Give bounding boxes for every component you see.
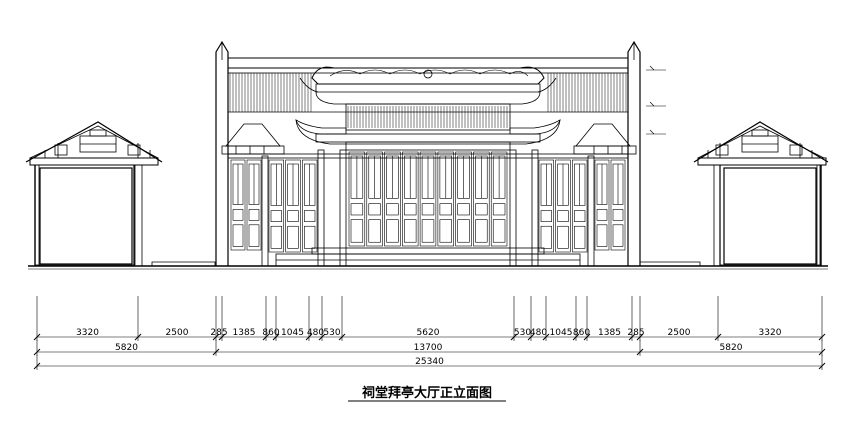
- dimension-label: 2500: [668, 328, 691, 338]
- elevation-marks: [646, 65, 666, 135]
- dimension-label: 285: [210, 328, 227, 338]
- right-side-pavilion: [639, 121, 829, 267]
- dimension-label: 25340: [415, 357, 444, 367]
- dimension-label: 5820: [115, 343, 138, 353]
- dimension-label: 860: [262, 328, 279, 338]
- dimension-label: 1385: [598, 328, 621, 338]
- dimension-label: 3320: [759, 328, 782, 338]
- dimension-label: 13700: [414, 343, 443, 353]
- main-hall: [215, 40, 641, 267]
- dimension-label: 530: [514, 328, 531, 338]
- door-panels: [230, 151, 626, 253]
- dimension-label: 5820: [720, 343, 743, 353]
- dimension-label: 480: [307, 328, 324, 338]
- dimension-label: 285: [627, 328, 644, 338]
- dimension-label: 5620: [417, 328, 440, 338]
- facade-roof-tiles: [347, 106, 508, 128]
- dimension-label: 1045: [281, 328, 304, 338]
- dimension-label: 860: [573, 328, 590, 338]
- ground-line: [28, 265, 828, 270]
- left-side-pavilion: [25, 121, 216, 267]
- dimension-label: 2500: [166, 328, 189, 338]
- drawing-title: 祠堂拜亭大厅正立面图: [362, 385, 492, 401]
- dimension-label: 1385: [233, 328, 256, 338]
- dimension-label: 3320: [76, 328, 99, 338]
- dimension-label: 480: [530, 328, 547, 338]
- dimension-lines: [33, 296, 826, 370]
- dimension-label: 530: [323, 328, 340, 338]
- main-roof-tiles: [229, 73, 627, 112]
- dimension-label: 1045: [550, 328, 573, 338]
